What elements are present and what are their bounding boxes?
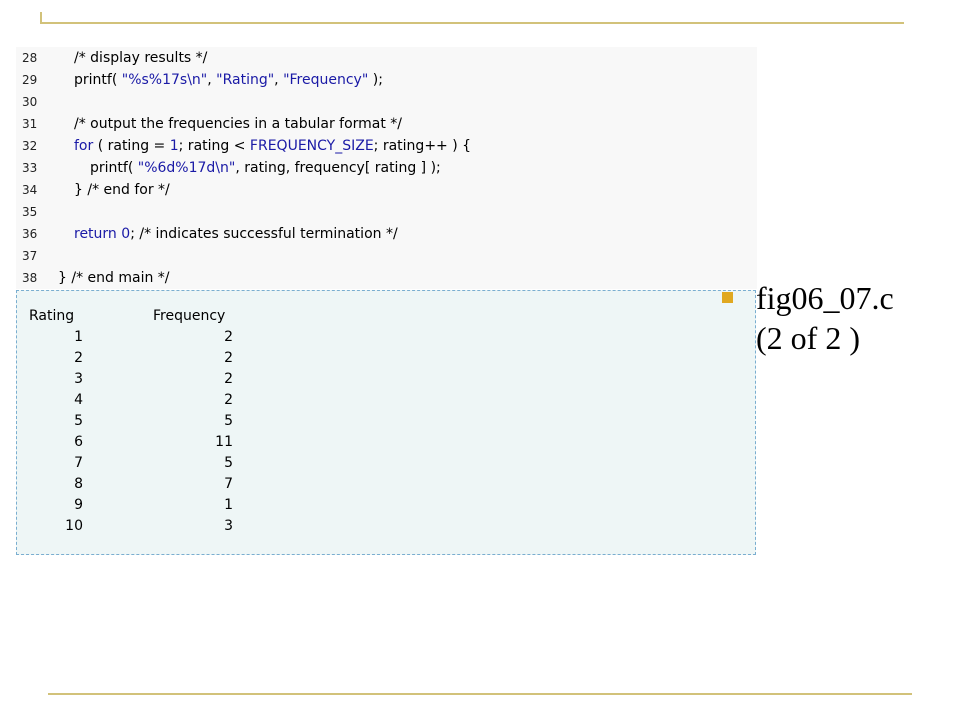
output-header-frequency: Frequency (153, 308, 226, 324)
output-frequency-value: 2 (224, 371, 233, 387)
line-number: 28 (22, 51, 38, 65)
output-rating-value: 1 (74, 329, 83, 345)
output-frequency-value: 5 (224, 455, 233, 471)
output-rating-value: 10 (65, 518, 83, 534)
output-row: 10 3 (17, 516, 755, 537)
top-rule (40, 22, 904, 24)
output-frequency-value: 2 (224, 329, 233, 345)
output-row: 6 11 (17, 432, 755, 453)
code-text: /* output the frequencies in a tabular f… (74, 116, 403, 132)
bullet-icon (722, 292, 733, 303)
code-text: printf( "%6d%17d\n", rating, frequency[ … (90, 160, 441, 176)
code-text: } /* end main */ (58, 270, 170, 286)
output-frequency-value: 3 (224, 518, 233, 534)
code-listing: 28 /* display results */ 29 printf( "%s%17s… (16, 47, 757, 289)
output-rating-value: 6 (74, 434, 83, 450)
line-number: 36 (22, 227, 38, 241)
code-text: /* display results */ (74, 50, 208, 66)
line-number: 32 (22, 139, 38, 153)
output-rating-value: 9 (74, 497, 83, 513)
output-rating-value: 3 (74, 371, 83, 387)
line-number: 29 (22, 73, 38, 87)
output-rating-value: 8 (74, 476, 83, 492)
code-text: for ( rating = 1; rating < FREQUENCY_SIZ… (74, 138, 472, 154)
line-number: 35 (22, 205, 38, 219)
line-number: 38 (22, 271, 38, 285)
caption-page: (2 of 2 ) (756, 320, 860, 356)
output-frequency-value: 2 (224, 350, 233, 366)
line-number: 30 (22, 95, 38, 109)
line-number: 37 (22, 249, 38, 263)
output-frequency-value: 1 (224, 497, 233, 513)
output-rating-value: 5 (74, 413, 83, 429)
output-header-rating: Rating (29, 308, 75, 324)
bottom-rule (48, 693, 912, 695)
caption-filename: fig06_07.c (756, 280, 894, 316)
line-number: 33 (22, 161, 38, 175)
output-frequency-value: 2 (224, 392, 233, 408)
output-frequency-value: 5 (224, 413, 233, 429)
output-frequency-value: 11 (215, 434, 233, 450)
code-text: } /* end for */ (74, 182, 170, 198)
output-rating-value: 4 (74, 392, 83, 408)
line-number: 34 (22, 183, 38, 197)
line-number: 31 (22, 117, 38, 131)
slide-caption: fig06_07.c (2 of 2 ) (756, 278, 956, 358)
output-rating-value: 7 (74, 455, 83, 471)
top-rule-tick (40, 12, 42, 23)
output-rating-value: 2 (74, 350, 83, 366)
code-text: printf( "%s%17s\n", "Rating", "Frequency… (74, 72, 383, 88)
code-text: return 0; /* indicates successful termin… (74, 226, 398, 242)
output-frequency-value: 7 (224, 476, 233, 492)
